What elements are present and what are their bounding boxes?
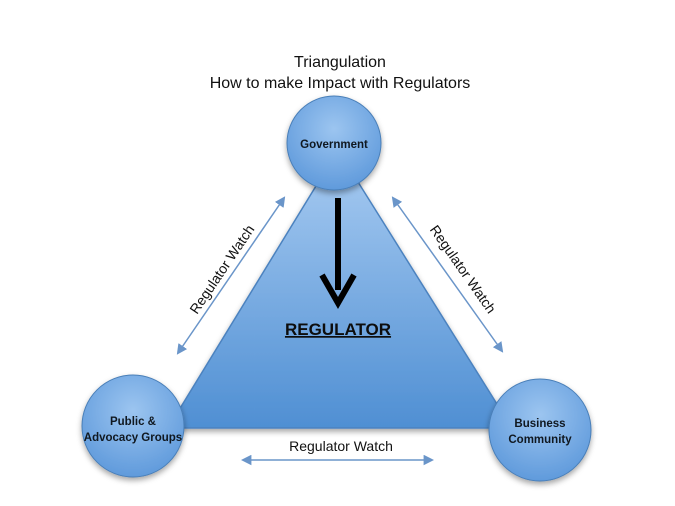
down-arrow-icon bbox=[319, 273, 357, 310]
public-advocacy-node: Public & Advocacy Groups bbox=[81, 374, 185, 478]
government-node: Government bbox=[286, 95, 382, 191]
business-community-node: Business Community bbox=[488, 378, 592, 482]
right-watch-label: Regulator Watch bbox=[427, 222, 500, 316]
diagram-subtitle: How to make Impact with Regulators bbox=[210, 75, 471, 92]
government-label: Government bbox=[300, 139, 368, 151]
left-double-arrow bbox=[176, 196, 286, 355]
regulator-label: REGULATOR bbox=[285, 320, 391, 339]
public-advocacy-label-line2: Advocacy Groups bbox=[84, 432, 182, 444]
business-community-label-line1: Business bbox=[514, 418, 565, 430]
business-community-label-line2: Community bbox=[508, 434, 572, 446]
right-double-arrow bbox=[391, 196, 504, 353]
diagram-title: Triangulation bbox=[294, 54, 386, 71]
bottom-watch-label: Regulator Watch bbox=[289, 438, 393, 454]
public-advocacy-label-line1: Public & bbox=[110, 416, 156, 428]
